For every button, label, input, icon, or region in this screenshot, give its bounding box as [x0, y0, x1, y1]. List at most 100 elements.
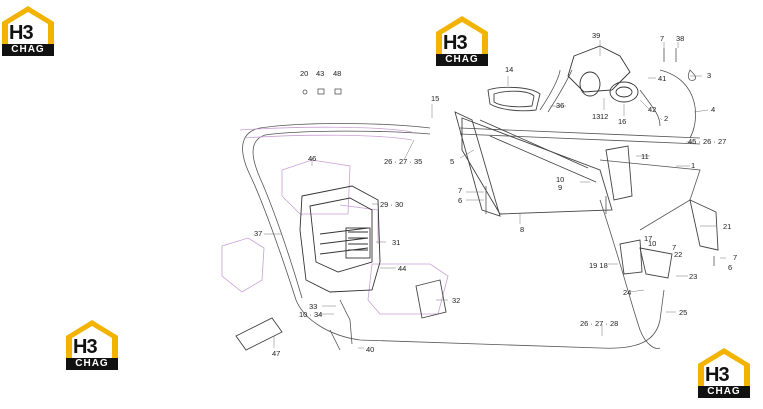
hvac-box-31 [345, 227, 371, 259]
house-logo-icon [2, 6, 54, 44]
bracket-22 [619, 239, 643, 275]
item-43 [317, 88, 325, 95]
label-39: 39 [592, 31, 600, 40]
clutch-16-inner [615, 86, 633, 98]
condenser-8 [461, 117, 613, 215]
label-32: 32 [452, 296, 460, 305]
bracket-21 [689, 199, 719, 251]
label-29-30: 29 · 30 [380, 200, 403, 209]
label-26-27-28: 26 · 27 · 28 [580, 319, 618, 328]
hose-36 [539, 69, 573, 113]
cover-32 [415, 279, 447, 319]
pink-hose-1 [239, 126, 413, 133]
logo-text: H3 [443, 32, 468, 54]
label-14: 14 [505, 65, 513, 74]
label-20: 20 [300, 69, 308, 78]
label-31: 31 [392, 238, 400, 247]
label-11: 11 [641, 152, 649, 161]
house-logo-icon [66, 320, 118, 358]
label-1: 1 [691, 161, 695, 170]
logo-text: H3 [705, 364, 730, 386]
label-45-26-27: 45 · 26 · 27 [688, 137, 726, 146]
label-47: 47 [272, 349, 280, 358]
label-37: 37 [254, 229, 262, 238]
hvac-box-31-hatch [348, 231, 368, 251]
pink-part-37 [221, 237, 265, 293]
label-6a: 6 [458, 196, 462, 205]
bracket-23 [639, 247, 673, 279]
label-26-27-35: 26 · 27 · 35 [384, 157, 422, 166]
logo-band: CHAG [2, 44, 54, 56]
label-17: 17 [644, 234, 652, 243]
hose-25 [599, 199, 661, 349]
label-5: 5 [450, 157, 454, 166]
part-14 [487, 86, 541, 112]
label-42: 42 [648, 105, 656, 114]
label-24: 24 [623, 288, 631, 297]
logo-top-center: H3 CHAG [434, 14, 490, 66]
drop-3 [687, 69, 697, 81]
bracket-11 [605, 145, 633, 201]
label-2: 2 [664, 114, 668, 123]
hose-4 [659, 69, 696, 139]
label-6b: 6 [728, 263, 732, 272]
label-48: 48 [333, 69, 341, 78]
label-7a: 7 [660, 34, 664, 43]
label-10b: 10 [648, 239, 656, 248]
bolt-7-38 [663, 48, 677, 62]
label-10a: 10 [556, 175, 564, 184]
label-3: 3 [707, 71, 711, 80]
part-14-inner [493, 90, 535, 108]
pink-part-44 [367, 263, 449, 315]
label-25: 25 [679, 308, 687, 317]
label-40: 40 [366, 345, 374, 354]
clutch-16 [609, 81, 639, 103]
pipe-top-2 [459, 133, 701, 145]
bolts-6-7 [485, 186, 715, 266]
logo-band: CHAG [66, 358, 118, 370]
label-7c: 7 [672, 243, 676, 252]
hvac-grille [319, 227, 369, 255]
hvac-inner [309, 197, 373, 273]
label-7b: 7 [458, 186, 462, 195]
compressor-39 [567, 45, 631, 93]
hardware-33-34-40 [329, 299, 353, 351]
condenser-face [479, 119, 589, 169]
label-23: 23 [689, 272, 697, 281]
logo-band: CHAG [698, 386, 750, 398]
pink-hose-2 [243, 134, 413, 141]
label-8: 8 [520, 225, 524, 234]
panel-47 [235, 317, 283, 351]
label-38: 38 [676, 34, 684, 43]
hose-left-loop-inner [252, 130, 431, 299]
item-20 [302, 89, 308, 95]
label-19-18: 19 18 [589, 261, 608, 270]
label-43: 43 [316, 69, 324, 78]
hose-left-loop [242, 123, 665, 349]
label-9: 9 [558, 183, 562, 192]
condenser-face-2 [489, 135, 597, 183]
label-7d: 7 [733, 253, 737, 262]
item-48 [334, 88, 342, 95]
label-21: 21 [723, 222, 731, 231]
house-logo-icon [698, 348, 750, 386]
condenser-frame-5 [454, 111, 501, 217]
hose-2 [639, 89, 661, 127]
hose-1 [599, 159, 701, 231]
compressor-pulley-13 [579, 71, 601, 97]
logo-bottom-right: H3 CHAG [696, 346, 752, 398]
label-13-12: 13 [592, 112, 600, 121]
label-41: 41 [658, 74, 666, 83]
label-15: 15 [431, 94, 439, 103]
label-36: 36 [556, 101, 564, 110]
label-33: 33 [309, 302, 317, 311]
logo-text: H3 [9, 22, 34, 44]
hvac-unit [299, 185, 381, 293]
pipe-top [459, 127, 701, 139]
label-16: 16 [618, 117, 626, 126]
label-4: 4 [711, 105, 715, 114]
label-46: 46 [308, 154, 316, 163]
label-22b: 22 [674, 250, 682, 259]
logo-band: CHAG [436, 54, 488, 66]
